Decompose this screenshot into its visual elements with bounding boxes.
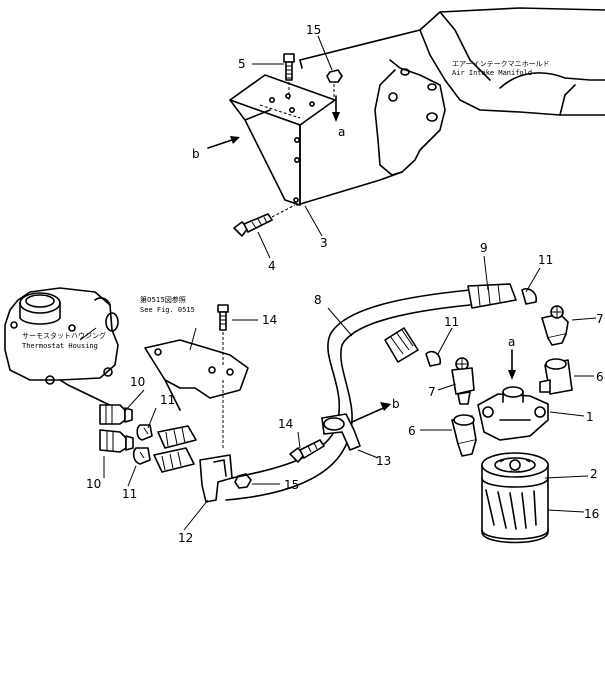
callout-11-left-lower: 11 <box>122 487 137 501</box>
callout-11-mid: 11 <box>444 315 459 329</box>
valve-7-right <box>541 305 569 346</box>
clamp-11-left-lower <box>132 447 151 465</box>
callout-1: 1 <box>586 410 594 424</box>
hose-end-mid <box>384 327 419 363</box>
clip-12 <box>199 454 233 503</box>
nut-15-lower <box>234 473 252 489</box>
thermostat-label-en: Thermostat Housing <box>22 342 98 350</box>
leader-lines <box>79 35 597 531</box>
callout-11-left-upper: 11 <box>160 393 175 407</box>
callout-4: 4 <box>268 259 276 273</box>
callout-10-lower: 10 <box>86 477 101 491</box>
callout-16: 16 <box>584 507 599 521</box>
clamp-11-top <box>521 287 538 305</box>
bolt-5 <box>283 53 295 100</box>
fitting-10-lower <box>99 429 134 453</box>
arrow-b-top <box>207 136 240 149</box>
bolt-14-upper <box>217 304 229 450</box>
hose-8 <box>225 289 471 501</box>
filter-16 <box>481 452 549 544</box>
callout-5: 5 <box>238 57 246 71</box>
callout-7-right: 7 <box>596 312 604 326</box>
callout-8: 8 <box>314 293 322 307</box>
callout-7-left: 7 <box>428 385 436 399</box>
filter-head-1 <box>477 386 549 441</box>
callout-11-top: 11 <box>538 253 553 267</box>
callout-9: 9 <box>480 241 488 255</box>
fitting-10-upper <box>99 404 133 425</box>
clamp-11-mid <box>425 350 442 367</box>
callout-15-lower: 15 <box>284 478 299 492</box>
see-fig-label-jp: 第0515図参照 <box>140 295 186 304</box>
bracket-3 <box>229 74 336 206</box>
nut-15-top <box>326 69 343 100</box>
fitting-6-left <box>451 414 477 457</box>
hose-9 <box>467 283 517 309</box>
callout-numbers: 5 15 3 4 14 9 11 8 11 7 6 7 1 6 2 16 10 … <box>86 23 604 545</box>
arrow-label-a-top: a <box>338 125 345 139</box>
clamp-13 <box>321 413 361 451</box>
thermostat-label-jp: サーモスタットハウジング <box>22 331 106 340</box>
bolt-14-lower <box>289 439 325 463</box>
manifold-label-jp: エアーインテークマニホールド <box>452 60 550 68</box>
callout-2: 2 <box>590 467 598 481</box>
arrow-label-b-top: b <box>192 147 200 161</box>
valve-7-left <box>451 357 475 405</box>
clamp-11-left-upper <box>136 424 153 441</box>
callout-12: 12 <box>178 531 193 545</box>
callout-14-upper: 14 <box>262 313 277 327</box>
arrow-label-a-filter: a <box>508 335 515 349</box>
callout-10-upper: 10 <box>130 375 145 389</box>
air-intake-manifold <box>296 7 605 206</box>
callout-6-left: 6 <box>408 424 416 438</box>
callout-6-right: 6 <box>596 370 604 384</box>
arrow-b-clamp <box>351 402 391 423</box>
manifold-label-en: Air Intake Manifold <box>452 69 532 77</box>
callout-14-lower: 14 <box>278 417 293 431</box>
callout-3: 3 <box>320 236 328 250</box>
text-labels: エアーインテークマニホールド Air Intake Manifold サーモスタ… <box>22 60 550 350</box>
bolt-4 <box>233 204 296 237</box>
thermostat-housing <box>4 287 121 411</box>
arrow-label-b-clamp: b <box>392 397 400 411</box>
fitting-6-right <box>539 358 573 395</box>
bracket-see-fig <box>144 339 249 411</box>
callout-13: 13 <box>376 454 391 468</box>
arrow-a-top <box>332 95 340 122</box>
see-fig-label-en: See Fig. 0515 <box>140 306 195 314</box>
callout-15-top: 15 <box>306 23 321 37</box>
hose-ends-left <box>153 425 197 473</box>
arrow-a-filter <box>508 349 516 380</box>
